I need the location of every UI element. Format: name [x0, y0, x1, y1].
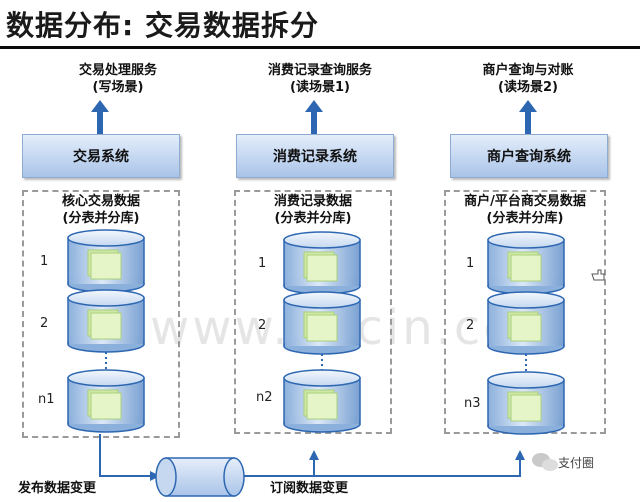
page-title: 数据分布: 交易数据拆分	[6, 9, 319, 42]
row-label-3-2: 2	[466, 318, 475, 333]
db-label-3-line2: (分表并分库)	[486, 211, 564, 226]
subscribe-flow-arrow	[240, 450, 525, 477]
message-system-label: 消息 系统	[160, 462, 240, 496]
arrow-up-icon	[305, 100, 323, 134]
arrow-up-icon	[91, 100, 109, 134]
service-label-2-line1: 消费记录查询服务	[267, 63, 372, 78]
service-label-3-line1: 商户查询与对账	[482, 63, 574, 78]
row-label-1-2: 2	[40, 316, 49, 331]
service-label-1: 交易处理服务 (写场景)	[18, 62, 218, 96]
db-label-2-line2: (分表并分库)	[274, 211, 352, 226]
system-box-2: 消费记录系统	[236, 134, 394, 178]
arrow-up-icon	[519, 100, 537, 134]
message-system-line1: 消息	[186, 463, 213, 478]
db-label-3: 商户/平台商交易数据 (分表并分库)	[440, 193, 610, 227]
row-label-1-1: 1	[40, 254, 49, 269]
db-label-3-line1: 商户/平台商交易数据	[464, 194, 586, 209]
row-label-1-n: n1	[38, 392, 55, 407]
db-label-2-line1: 消费记录数据	[273, 194, 352, 209]
db-group-2	[234, 190, 392, 434]
db-label-2: 消费记录数据 (分表并分库)	[234, 193, 392, 227]
message-system-line2: 系统	[186, 480, 213, 495]
system-box-3: 商户查询系统	[450, 134, 608, 178]
db-label-1: 核心交易数据 (分表并分库)	[22, 193, 180, 227]
wechat-logo-icon	[532, 453, 558, 471]
row-label-2-2: 2	[258, 318, 267, 333]
publish-label: 发布数据变更	[18, 481, 97, 496]
service-label-3-line2: (读场景2)	[498, 80, 558, 95]
service-label-1-line1: 交易处理服务	[78, 63, 157, 78]
service-label-1-line2: (写场景)	[92, 80, 144, 95]
logo-text: 支付圈	[558, 456, 595, 470]
db-label-1-line1: 核心交易数据	[61, 194, 140, 209]
row-label-3-1: 1	[466, 256, 475, 271]
system-box-1: 交易系统	[22, 134, 180, 178]
subscribe-label: 订阅数据变更	[270, 481, 349, 496]
service-label-2: 消费记录查询服务 (读场景1)	[220, 62, 420, 96]
publish-flow-arrow	[99, 434, 160, 481]
row-label-3-n: n3	[464, 396, 481, 411]
title-rule	[0, 46, 640, 49]
service-label-2-line2: (读场景1)	[290, 80, 350, 95]
row-label-2-1: 1	[258, 256, 267, 271]
db-label-1-line2: (分表并分库)	[62, 211, 140, 226]
row-label-2-n: n2	[256, 390, 273, 405]
service-label-3: 商户查询与对账 (读场景2)	[428, 62, 628, 96]
